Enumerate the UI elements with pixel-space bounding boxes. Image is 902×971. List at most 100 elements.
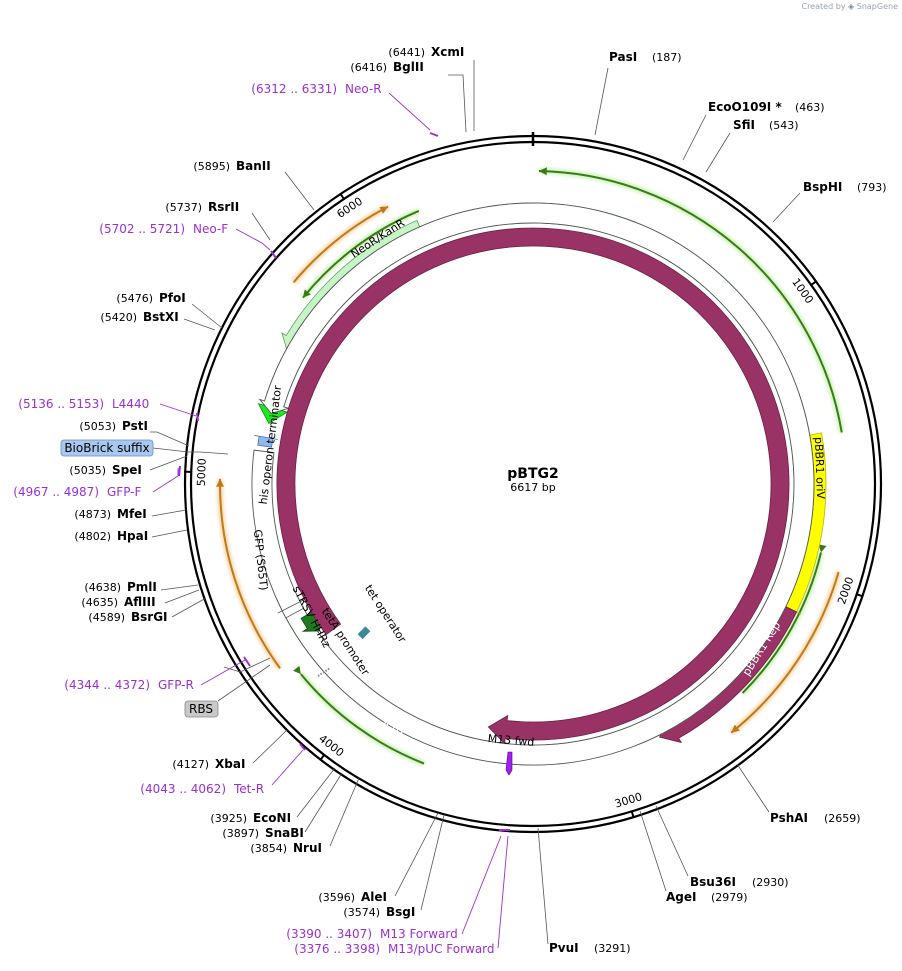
primer-range: (3376 .. 3398)	[294, 942, 380, 956]
leader-pfoi	[192, 304, 222, 328]
tick-label: 4000	[316, 732, 346, 759]
brand-name: SnapGene	[857, 2, 898, 11]
primer-name[interactable]: L4440	[112, 397, 149, 411]
leader-pshai	[737, 764, 769, 812]
app-credit: Created by ◈ SnapGene	[801, 2, 898, 11]
enzyme-name[interactable]: RsrII	[208, 200, 239, 214]
leader-rsrii	[252, 213, 270, 240]
tick-label: 5000	[195, 458, 209, 486]
enzyme-name[interactable]: Bsu36I	[690, 875, 736, 889]
rbs-label: RBS	[189, 702, 213, 716]
label-tet-operator: tet operator	[362, 582, 409, 645]
leaders	[150, 60, 800, 948]
enzyme-name[interactable]: BsrGI	[131, 610, 168, 624]
enzyme-name[interactable]: BanII	[236, 159, 271, 173]
enzyme-name[interactable]: BglII	[393, 60, 424, 74]
enzyme-name[interactable]: BsgI	[386, 905, 415, 919]
leader-nrui	[330, 778, 359, 846]
primer-name[interactable]: Neo-R	[345, 82, 382, 96]
primer-name[interactable]: Tet-R	[233, 782, 264, 796]
biobrick-suffix-label: BioBrick suffix	[64, 441, 149, 455]
enzyme-name[interactable]: AgeI	[666, 890, 696, 904]
enzyme-pos: (4802)	[74, 530, 111, 543]
enzyme-pos: (5476)	[116, 292, 153, 305]
enzyme-pos: (6441)	[388, 46, 425, 59]
enzyme-name[interactable]: PasI	[609, 50, 637, 64]
enzyme-pos: (4873)	[74, 508, 111, 521]
enzyme-name[interactable]: SnaBI	[265, 826, 304, 840]
leader-pvui	[538, 828, 548, 944]
enzyme-name[interactable]: PshAI	[770, 811, 808, 825]
credit-text: Created by	[801, 2, 845, 11]
leader-snabi	[305, 773, 342, 832]
leader-sfii	[706, 133, 730, 172]
leader-bglii	[448, 75, 466, 132]
enzyme-name[interactable]: XbaI	[215, 757, 245, 771]
leader-agei	[640, 811, 666, 891]
leader-alei	[395, 813, 438, 896]
enzyme-pos: (6416)	[350, 61, 387, 74]
enzyme-name[interactable]: NruI	[293, 841, 322, 855]
enzyme-name[interactable]: BstXI	[143, 310, 179, 324]
primer-mark-gfp-r	[244, 657, 250, 666]
feature-tet-operator[interactable]	[358, 626, 371, 639]
leader-xbai	[253, 730, 287, 763]
leader-pmli	[161, 585, 198, 590]
enzyme-name[interactable]: EcoO109I *	[708, 100, 782, 114]
primer-mark-neo-r	[430, 133, 438, 136]
leader-spei	[150, 456, 187, 470]
primer-mark-l4440	[197, 413, 198, 421]
leader-bsu36i	[656, 806, 688, 876]
enzyme-name[interactable]: PvuI	[549, 941, 579, 955]
enzyme-pos: (3291)	[594, 942, 631, 955]
leader-m13-forward	[462, 836, 501, 934]
primer-name[interactable]: M13/pUC Forward	[388, 942, 495, 956]
enzyme-name[interactable]: MfeI	[117, 507, 147, 521]
enzyme-name[interactable]: SpeI	[112, 463, 142, 477]
leader-bsphi	[773, 193, 800, 222]
enzyme-pos: (543)	[769, 119, 799, 132]
primer-name[interactable]: Neo-F	[193, 222, 228, 236]
leader-l4440	[160, 404, 196, 416]
enzyme-pos: (4638)	[84, 581, 121, 594]
primer-range: (5136 .. 5153)	[18, 397, 104, 411]
enzyme-pos: (5035)	[69, 464, 106, 477]
primer-name[interactable]: GFP-F	[107, 485, 142, 499]
enzyme-name[interactable]: PmlI	[127, 580, 157, 594]
enzyme-name[interactable]: PfoI	[159, 291, 186, 305]
enzyme-pos: (5895)	[193, 160, 230, 173]
tick-label: 1000	[789, 276, 816, 306]
tick-mark	[320, 754, 325, 760]
enzyme-name[interactable]: HpaI	[117, 529, 148, 543]
enzyme-name[interactable]: BspHI	[803, 180, 842, 194]
leader-bstxi	[184, 319, 215, 330]
enzyme-name[interactable]: AleI	[361, 890, 387, 904]
primer-name[interactable]: M13 Forward	[380, 927, 458, 941]
enzyme-pos: (793)	[857, 181, 887, 194]
leader-tet-r	[272, 750, 303, 785]
enzyme-name[interactable]: EcoNI	[253, 811, 291, 825]
enzyme-name[interactable]: PstI	[122, 419, 148, 433]
enzyme-name[interactable]: XcmI	[431, 45, 464, 59]
label-pbbr1-oriv: pBBR1 oriV	[812, 437, 827, 500]
snapgene-logo-icon: ◈	[848, 2, 854, 11]
primer-name[interactable]: GFP-R	[158, 678, 194, 692]
enzyme-pos: (5053)	[79, 420, 116, 433]
enzyme-pos: (3854)	[250, 842, 287, 855]
arrow-head	[293, 666, 301, 674]
leader-eco0109i	[683, 115, 706, 160]
primer-range: (4967 .. 4987)	[13, 485, 99, 499]
enzyme-name[interactable]: SfiI	[733, 118, 755, 132]
leader-neo-r	[389, 93, 430, 130]
enzyme-pos: (5420)	[100, 311, 137, 324]
leader-biobrick-inner	[188, 452, 228, 454]
enzyme-pos: (3925)	[210, 812, 247, 825]
enzyme-pos: (463)	[795, 101, 825, 114]
tick-mark	[810, 281, 817, 286]
enzyme-pos: (4589)	[88, 611, 125, 624]
enzyme-pos: (3897)	[222, 827, 259, 840]
leader-biobrick	[153, 448, 188, 452]
enzyme-name[interactable]: AflIII	[124, 595, 156, 609]
